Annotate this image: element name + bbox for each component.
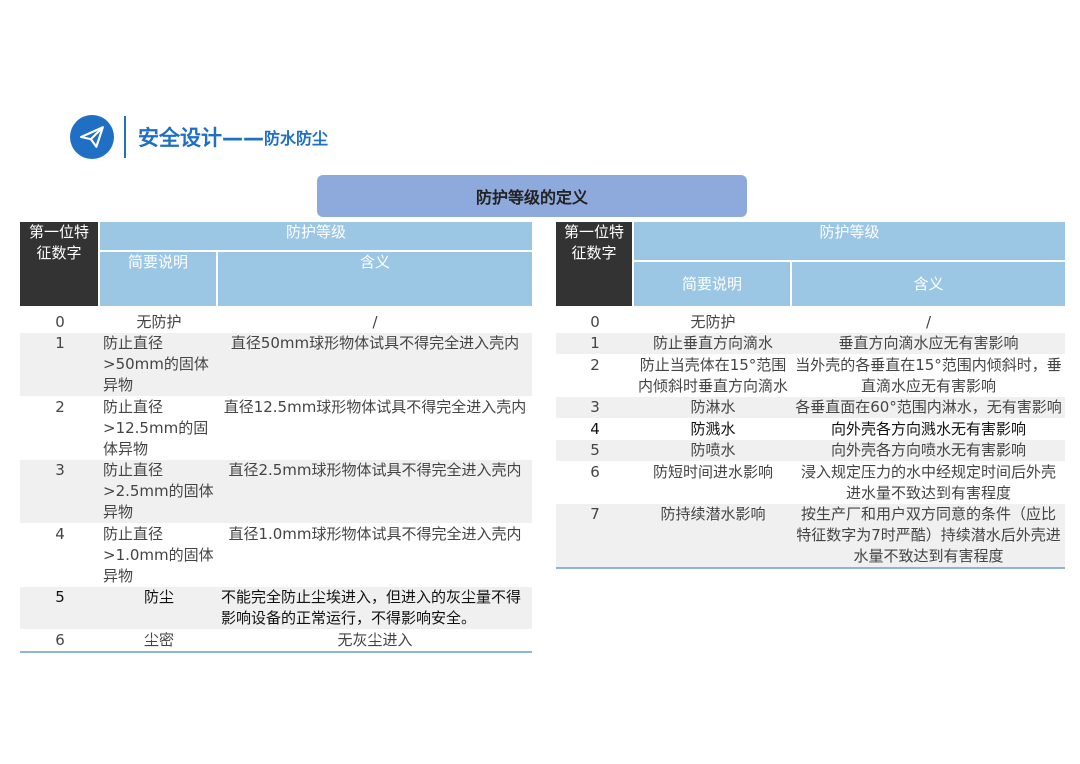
paper-plane-icon <box>70 115 114 159</box>
table-row: 2 防止当壳体在15°范围内倾斜时垂直方向滴水 当外壳的各垂直在15°范围内倾斜… <box>556 355 1066 397</box>
header-brief: 简要说明 <box>634 262 792 306</box>
water-protection-table: 第一位特征数字 防护等级 简要说明 含义 0 无防护 / 1 防止垂直方向滴水 … <box>556 222 1066 569</box>
table-row: 5 防喷水 向外壳各方向喷水无有害影响 <box>556 440 1066 462</box>
header-digit: 第一位特征数字 <box>20 222 100 306</box>
dust-protection-table: 第一位特征数字 防护等级 简要说明 含义 0 无防护 / 1 防止直径>50mm… <box>20 222 533 653</box>
page-subtitle: 防水防尘 <box>264 129 329 148</box>
table-row: 3 防止直径>2.5mm的固体异物 直径2.5mm球形物体试具不得完全进入壳内 <box>20 460 533 524</box>
table-row: 1 防止垂直方向滴水 垂直方向滴水应无有害影响 <box>556 333 1066 355</box>
table-row: 3 防淋水 各垂直面在60°范围内淋水，无有害影响 <box>556 397 1066 419</box>
table-row: 0 无防护 / <box>556 312 1066 333</box>
page-title: 安全设计—— <box>138 126 264 150</box>
header-level: 防护等级 <box>634 222 1066 262</box>
table-row: 6 防短时间进水影响 浸入规定压力的水中经规定时间后外壳进水量不致达到有害程度 <box>556 462 1066 504</box>
header-meaning: 含义 <box>792 262 1066 306</box>
section-header: 安全设计——防水防尘 <box>70 113 328 161</box>
table-row: 0 无防护 / <box>20 312 533 333</box>
table-banner: 防护等级的定义 <box>317 175 747 217</box>
header-meaning: 含义 <box>218 252 533 306</box>
header-brief: 简要说明 <box>100 252 218 306</box>
table-row: 6 尘密 无灰尘进入 <box>20 630 533 653</box>
table-row: 1 防止直径>50mm的固体异物 直径50mm球形物体试具不得完全进入壳内 <box>20 333 533 397</box>
table-row: 5 防尘 不能完全防止尘埃进入，但进入的灰尘量不得影响设备的正常运行，不得影响安… <box>20 587 533 630</box>
table-row: 7 防持续潜水影响 按生产厂和用户双方同意的条件（应比特征数字为7时严酷）持续潜… <box>556 504 1066 569</box>
header-divider <box>124 116 126 158</box>
header-level: 防护等级 <box>100 222 533 252</box>
table-row: 4 防止直径>1.0mm的固体异物 直径1.0mm球形物体试具不得完全进入壳内 <box>20 524 533 587</box>
header-digit: 第一位特征数字 <box>556 222 634 306</box>
table-row: 2 防止直径>12.5mm的固体异物 直径12.5mm球形物体试具不得完全进入壳… <box>20 397 533 460</box>
table-row: 4 防溅水 向外壳各方向溅水无有害影响 <box>556 419 1066 440</box>
